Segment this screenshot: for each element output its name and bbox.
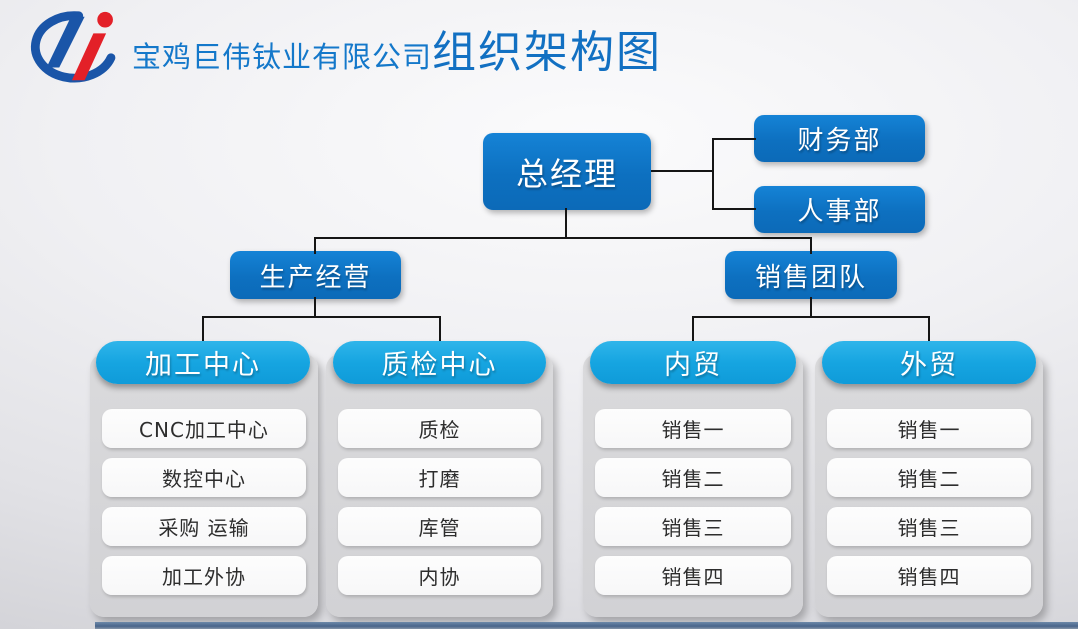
- leaf-label: 销售四: [897, 565, 961, 589]
- leaf-item: CNC加工中心: [102, 409, 306, 448]
- node-general-manager: 总经理: [483, 133, 651, 210]
- connector-line: [439, 316, 441, 344]
- connector-line: [714, 208, 756, 210]
- group-header-quality-center: 质检中心: [333, 341, 546, 384]
- leaf-label: 销售四: [661, 565, 725, 589]
- leaf-label: 销售三: [661, 516, 725, 540]
- leaf-label: 销售二: [897, 467, 961, 491]
- connector-line: [810, 237, 812, 254]
- column-foreign-trade: 销售一 销售二 销售三 销售四: [815, 354, 1043, 617]
- leaf-item: 内协: [338, 556, 541, 595]
- connector-line: [314, 237, 812, 239]
- leaf-label: 采购 运输: [158, 516, 250, 540]
- leaf-item: 质检: [338, 409, 541, 448]
- node-label: 总经理: [515, 154, 618, 193]
- node-label: 人事部: [797, 197, 882, 227]
- group-label: 外贸: [900, 350, 958, 381]
- leaf-label: 质检: [418, 418, 461, 442]
- connector-line: [651, 170, 714, 172]
- leaf-label: 加工外协: [162, 565, 246, 589]
- leaf-label: 内协: [418, 565, 461, 589]
- leaf-item: 数控中心: [102, 458, 306, 497]
- header: 宝鸡巨伟钛业有限公司组织架构图: [20, 8, 662, 90]
- connector-line: [692, 316, 694, 344]
- connector-line: [810, 297, 812, 318]
- leaf-item: 销售三: [595, 507, 791, 546]
- leaf-label: 销售一: [661, 418, 725, 442]
- leaf-label: 库管: [418, 516, 461, 540]
- leaf-item: 销售四: [827, 556, 1031, 595]
- title-block: 宝鸡巨伟钛业有限公司组织架构图: [132, 16, 662, 80]
- leaf-item: 采购 运输: [102, 507, 306, 546]
- leaf-item: 销售二: [827, 458, 1031, 497]
- group-header-domestic-trade: 内贸: [590, 341, 796, 384]
- connector-line: [928, 316, 930, 344]
- node-hr-dept: 人事部: [754, 186, 925, 233]
- connector-line: [314, 237, 316, 254]
- group-label: 内贸: [664, 350, 722, 381]
- leaf-item: 库管: [338, 507, 541, 546]
- column-quality-center: 质检 打磨 库管 内协: [326, 354, 553, 617]
- bottom-accent-bar: [95, 622, 1078, 629]
- leaf-label: 数控中心: [162, 467, 246, 491]
- group-label: 加工中心: [145, 350, 261, 381]
- node-label: 销售团队: [754, 262, 867, 293]
- connector-line: [565, 208, 567, 239]
- node-label: 生产经营: [259, 262, 372, 293]
- group-header-processing-center: 加工中心: [96, 341, 310, 384]
- node-label: 财务部: [797, 126, 882, 156]
- connector-line: [692, 316, 930, 318]
- leaf-item: 销售二: [595, 458, 791, 497]
- node-sales-team: 销售团队: [725, 251, 897, 299]
- leaf-item: 打磨: [338, 458, 541, 497]
- node-production-operations: 生产经营: [230, 251, 401, 299]
- leaf-item: 加工外协: [102, 556, 306, 595]
- leaf-label: 销售二: [661, 467, 725, 491]
- leaf-label: 销售一: [897, 418, 961, 442]
- leaf-label: 销售三: [897, 516, 961, 540]
- page-title: 组织架构图: [432, 27, 663, 78]
- company-ti-logo-icon: [30, 11, 116, 83]
- node-finance-dept: 财务部: [754, 115, 925, 162]
- connector-line: [314, 297, 316, 318]
- group-header-foreign-trade: 外贸: [822, 341, 1036, 384]
- leaf-item: 销售三: [827, 507, 1031, 546]
- connector-line: [714, 138, 756, 140]
- company-name: 宝鸡巨伟钛业有限公司: [132, 40, 433, 74]
- column-processing-center: CNC加工中心 数控中心 采购 运输 加工外协: [90, 354, 318, 617]
- leaf-item: 销售四: [595, 556, 791, 595]
- leaf-label: CNC加工中心: [139, 418, 269, 442]
- leaf-item: 销售一: [595, 409, 791, 448]
- connector-line: [202, 316, 204, 344]
- connector-line: [202, 316, 441, 318]
- group-label: 质检中心: [381, 350, 498, 381]
- leaf-label: 打磨: [418, 467, 461, 491]
- leaf-item: 销售一: [827, 409, 1031, 448]
- column-domestic-trade: 销售一 销售二 销售三 销售四: [583, 354, 803, 617]
- connector-line: [712, 138, 714, 210]
